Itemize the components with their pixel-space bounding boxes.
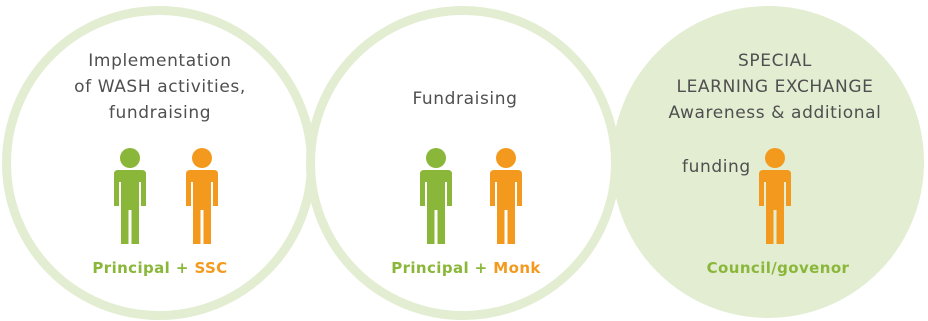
label-part: Principal: [92, 259, 171, 277]
circle-3-line-1: SPECIAL: [738, 51, 812, 71]
label-part: Monk: [493, 259, 541, 277]
circle-3-description: SPECIAL LEARNING EXCHANGE Awareness & ad…: [660, 48, 890, 126]
circle-1-line-2: of WASH activities,: [74, 77, 246, 97]
circle-1-description: Implementation of WASH activities, fundr…: [60, 48, 260, 126]
circle-2-label: Principal + Monk: [366, 259, 566, 277]
circle-3-line-3: Awareness & additional: [668, 103, 882, 123]
circle-2-description: Fundraising: [375, 86, 555, 112]
circle-3-line-4: funding: [682, 157, 751, 177]
person-icon: [490, 148, 522, 244]
label-part: +: [170, 259, 195, 277]
label-part: SSC: [194, 259, 228, 277]
circle-2-line-1: Fundraising: [412, 89, 518, 109]
person-icon: [420, 148, 452, 244]
circle-1-line-1: Implementation: [88, 51, 232, 71]
circle-1-line-3: fundraising: [108, 103, 212, 123]
circle-3-line-2: LEARNING EXCHANGE: [676, 77, 874, 97]
label-part: +: [469, 259, 494, 277]
label-part: Principal: [391, 259, 470, 277]
label-part: Council/govenor: [706, 259, 850, 277]
person-icon: [759, 148, 791, 244]
circle-implementation: [2, 6, 316, 320]
circle-1-label: Principal + SSC: [60, 259, 260, 277]
person-icon: [114, 148, 146, 244]
person-icon: [186, 148, 218, 244]
circle-fundraising: [306, 6, 620, 320]
circle-3-label: Council/govenor: [668, 259, 888, 277]
